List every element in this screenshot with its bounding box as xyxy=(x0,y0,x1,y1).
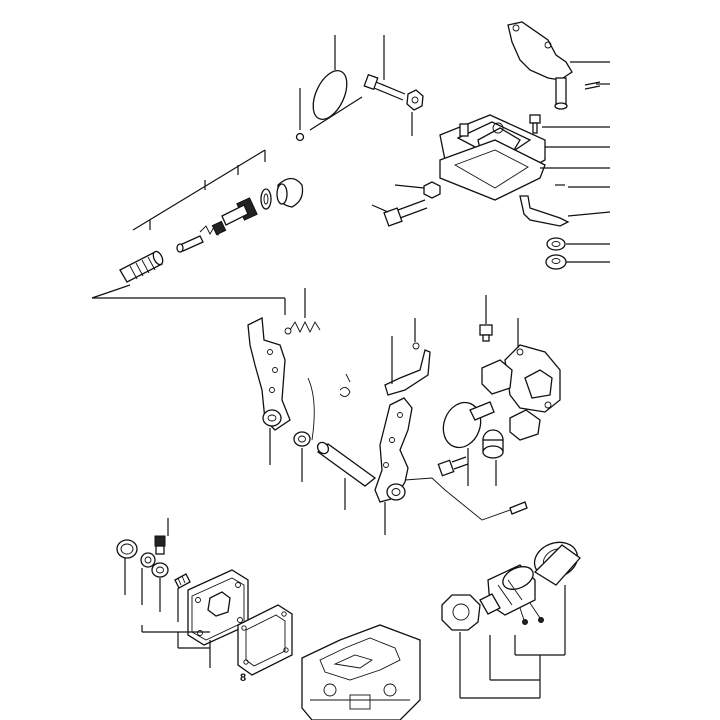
plunger-sleeve-part xyxy=(119,250,164,283)
mid-bolt-part xyxy=(371,199,428,227)
solenoid-wires-part xyxy=(519,602,544,625)
o-ring-part xyxy=(312,35,348,120)
cover-gasket-part xyxy=(237,604,293,676)
leader-line xyxy=(309,96,363,131)
bolt-top-right-mid xyxy=(479,295,493,342)
link-arm-part xyxy=(519,195,611,227)
lever-arm-part xyxy=(507,21,610,110)
governor-spring-part xyxy=(284,288,321,335)
bracket-line-bottom-right xyxy=(460,635,565,699)
washer-part-bottom xyxy=(140,552,156,605)
small-clip-part xyxy=(339,373,351,397)
cap-nut-part xyxy=(276,177,304,208)
lever-wire-part xyxy=(293,377,315,482)
cap-part-bottom xyxy=(116,539,138,595)
lock-nut-part xyxy=(441,594,481,698)
nut-part-right xyxy=(545,254,610,270)
bolt-part-bottom xyxy=(154,518,169,555)
bracket-line-lower xyxy=(91,284,286,315)
mid-nut-part xyxy=(394,181,441,199)
governor-lever-part xyxy=(247,316,291,465)
solenoid-block-part xyxy=(481,359,541,441)
pin-part-right xyxy=(584,81,610,90)
control-lever-part xyxy=(374,397,413,535)
washer-part-right xyxy=(546,237,610,251)
shaft-part xyxy=(316,441,377,510)
plunger-pin-part xyxy=(176,235,204,253)
cylinder-bushing-part xyxy=(482,429,504,486)
cover-plate-part xyxy=(187,569,249,646)
cable-part xyxy=(404,477,528,521)
hex-bolt-mid xyxy=(437,456,469,477)
bracket-line-upper xyxy=(132,149,266,231)
nut-part-top xyxy=(406,89,424,136)
bolt-part-top xyxy=(363,35,406,101)
housing-gasket-part xyxy=(439,139,610,201)
small-bolt-part xyxy=(529,114,610,134)
plunger-spring-part xyxy=(199,220,227,236)
seal-ring-part xyxy=(260,188,272,210)
solenoid-body-part xyxy=(479,564,536,616)
throttle-bracket-part xyxy=(384,318,431,396)
gasket-callout-number: 8 xyxy=(240,672,247,684)
small-ball-part xyxy=(295,88,305,142)
solenoid-cap-part xyxy=(533,541,581,655)
bracket-line-bottom-left xyxy=(141,625,211,668)
engine-block-part xyxy=(301,624,421,720)
nut-part-bottom xyxy=(151,562,169,612)
adjusting-screw-part xyxy=(221,197,258,226)
stud-part-bottom xyxy=(174,573,191,622)
wire-clip-part xyxy=(555,184,610,188)
diaphragm-part xyxy=(442,401,495,486)
solenoid-bracket-part xyxy=(504,318,561,413)
